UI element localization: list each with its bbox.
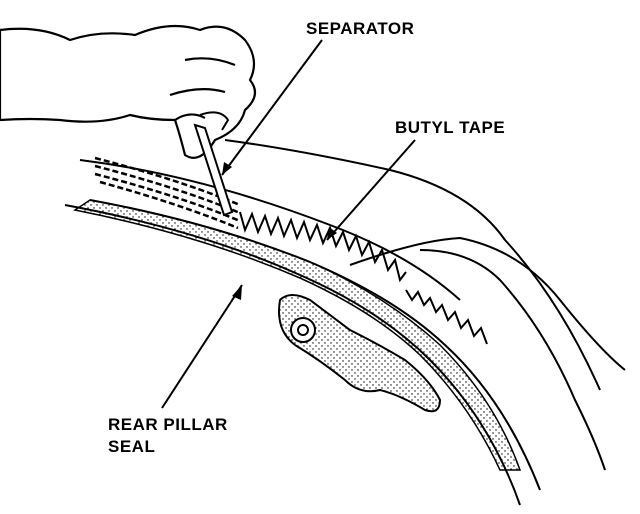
separator-label: SEPARATOR bbox=[306, 19, 415, 38]
rear-pillar-seal-label: REAR PILLAR SEAL bbox=[108, 414, 228, 458]
window-frame bbox=[224, 139, 626, 471]
separator-leader bbox=[221, 39, 323, 176]
butyl-tape-leader bbox=[326, 139, 416, 241]
rear-pillar-seal-label-line2: SEAL bbox=[108, 437, 156, 456]
leader-arrowheads bbox=[222, 162, 337, 300]
butyl-tape-strip bbox=[239, 211, 488, 345]
leader-lines bbox=[161, 39, 416, 409]
hand bbox=[0, 24, 257, 159]
trim-clip bbox=[278, 294, 442, 413]
rear-pillar-seal-leader bbox=[161, 284, 243, 409]
separator-tool bbox=[193, 111, 234, 217]
rear-pillar-seal-shape bbox=[73, 199, 522, 471]
rear-pillar-seal-label-line1: REAR PILLAR bbox=[108, 415, 228, 434]
butyl-tape-label: BUTYL TAPE bbox=[395, 118, 506, 137]
